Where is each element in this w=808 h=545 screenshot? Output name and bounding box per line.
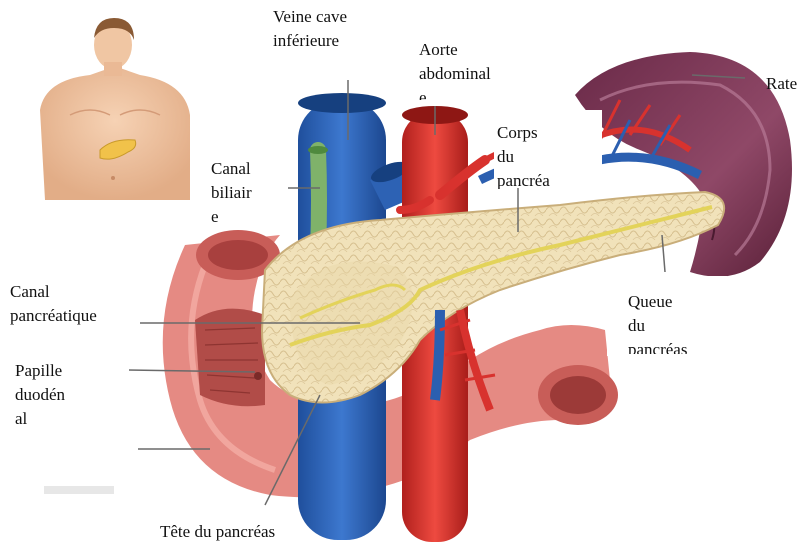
label-queue-line3: pancréas: [628, 338, 687, 354]
label-canal-pancreatique-line1: Canal: [10, 280, 97, 304]
label-canal-biliaire-line2: biliair: [211, 181, 252, 205]
label-papille-line3: al: [15, 407, 65, 431]
label-canal-pancreatique: Canal pancréatique: [10, 280, 97, 328]
label-aorte-line3: e: [419, 86, 491, 100]
label-corps-line2: du: [497, 145, 550, 169]
label-rate: Rate: [766, 72, 797, 96]
label-papille-line2: duodén: [15, 383, 65, 407]
label-aorte: Aorte abdominal e: [419, 38, 491, 100]
label-veine-cave-line2: inférieure: [273, 29, 347, 53]
label-aorte-line1: Aorte: [419, 38, 491, 62]
label-queue-du-pancreas: Queue du pancréas: [628, 290, 687, 354]
label-papille-line1: Papille: [15, 359, 65, 383]
label-queue-line2: du: [628, 314, 687, 338]
label-veine-cave: Veine cave inférieure: [273, 5, 347, 53]
body-thumbnail: [40, 18, 190, 200]
label-canal-biliaire-line1: Canal: [211, 157, 252, 181]
label-canal-biliaire-line3: e: [211, 205, 252, 228]
label-queue-line1: Queue: [628, 290, 687, 314]
label-canal-biliaire: Canal biliair e: [211, 157, 252, 228]
label-corps-line1: Corps: [497, 121, 550, 145]
label-corps-du-pancreas: Corps du pancréa: [497, 121, 550, 189]
label-papille-duodenal: Papille duodén al: [15, 359, 65, 431]
label-veine-cave-line1: Veine cave: [273, 5, 347, 29]
label-canal-pancreatique-line2: pancréatique: [10, 304, 97, 328]
papilla-marker: [254, 372, 262, 380]
label-corps-line3: pancréa: [497, 169, 550, 189]
label-tete-du-pancreas: Tête du pancréas: [160, 520, 275, 545]
label-aorte-line2: abdominal: [419, 62, 491, 86]
